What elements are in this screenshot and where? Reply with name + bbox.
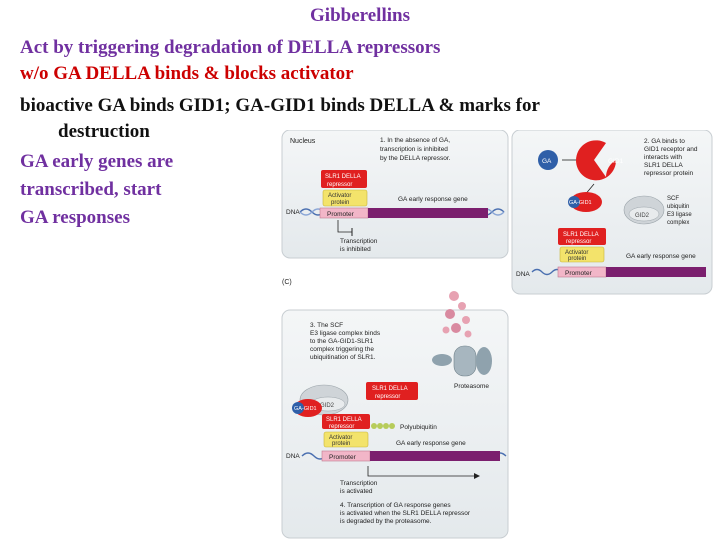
activator-protein-box-3 (323, 431, 369, 448)
nucleus-label: Nucleus (290, 138, 316, 145)
gene-bar-3 (370, 451, 500, 461)
activated-label-2: is activated (340, 488, 373, 495)
polyubiquitin-label: Polyubiquitin (400, 424, 437, 431)
panel-3-caption-line1: 3. The SCF (310, 322, 343, 329)
ga-gid1-complex (570, 192, 602, 212)
gibberellin-signaling-figure: Nucleus 1. In the absence of GA, transcr… (276, 129, 716, 540)
activator-protein-box (322, 189, 368, 207)
activated-label-1: Transcription (340, 480, 378, 487)
panel-1-caption-line3: by the DELLA repressor. (380, 155, 451, 162)
della4-label-2: repressor (329, 424, 354, 430)
panel-1-no-ga: Nucleus 1. In the absence of GA, transcr… (281, 129, 509, 259)
degraded-fragments (442, 291, 472, 338)
dna-label: DNA (286, 209, 300, 216)
activator2-label-1: Activator (565, 250, 588, 256)
panel-2-caption-line5: repressor protein (644, 170, 694, 177)
slide-title: Gibberellins (310, 5, 410, 26)
bullet-ga-binds-gid1-cont: destruction (58, 121, 150, 142)
bullet-della-degradation: Act by triggering degradation of DELLA r… (20, 37, 441, 58)
activator-label-1: Activator (328, 193, 351, 199)
scf-label-1: SCF (667, 196, 679, 202)
panel-2-caption-line4: SLR1 DELLA (644, 162, 683, 169)
gene-bar (368, 208, 488, 218)
panel-3-caption-line5: ubiquitination of SLR1. (310, 354, 376, 361)
inhibited-label-1: Transcription (340, 238, 378, 245)
gene-bar-2 (606, 267, 706, 277)
gid1-receptor (576, 140, 617, 181)
gene2-label: GA early response gene (626, 253, 696, 260)
dna2-label: DNA (516, 271, 530, 278)
gid2-subunit (628, 206, 660, 222)
della4-label-1: SLR1 DELLA (326, 417, 362, 423)
inhibited-label-2: is inhibited (340, 246, 371, 253)
activator-label-2: protein (331, 200, 349, 206)
polyubiquitin-chain (371, 423, 395, 429)
dna3-label: DNA (286, 453, 300, 460)
della-repressor-box-4 (322, 414, 370, 429)
gene-label: GA early response gene (398, 196, 468, 203)
promoter3-label: Promoter (329, 454, 357, 461)
gid1-label: GID1 (608, 158, 624, 165)
activator-protein-box-2 (559, 246, 605, 263)
ga-gid1-3-label: GA-GID1 (294, 406, 317, 412)
panel-3-caption-line3: to the GA-GID1-SLR1 (310, 338, 374, 345)
gid2-label: GID2 (635, 213, 650, 219)
panel-3-caption-line2: E3 ligase complex binds (310, 330, 381, 337)
panel-3-caption-line4: complex triggering the (310, 346, 374, 353)
bullet-early-genes-3: GA responses (20, 207, 130, 228)
activator2-label-2: protein (568, 256, 586, 262)
panel-3-caption-line6: 4. Transcription of GA response genes (340, 502, 451, 509)
ga-molecule (538, 150, 558, 170)
panel-2-caption-line2: GID1 receptor and (644, 146, 698, 153)
della2-label-1: SLR1 DELLA (563, 232, 599, 238)
della3-label-2: repressor (375, 394, 400, 400)
della2-label-2: repressor (566, 239, 591, 245)
della-label-1: SLR1 DELLA (325, 174, 361, 180)
panel-1-caption-line2: transcription is inhibited (380, 146, 448, 153)
gid2-3-label: GID2 (320, 403, 335, 409)
panel-2-caption-line1: 2. GA binds to (644, 138, 685, 145)
ga-bound (568, 196, 580, 208)
bullet-early-genes-2: transcribed, start (20, 179, 162, 200)
ga-gid1-label: GA-GID1 (569, 200, 592, 206)
panel-3-degradation: 3. The SCF E3 ligase complex binds to th… (281, 291, 509, 539)
della-repressor-box-3 (366, 382, 418, 400)
proteasome (432, 345, 492, 377)
bullet-without-ga: w/o GA DELLA binds & blocks activator (20, 63, 354, 84)
ga-label: GA (542, 158, 552, 165)
della3-label-1: SLR1 DELLA (372, 386, 408, 392)
activator3-label-1: Activator (329, 435, 352, 441)
arrow-head (474, 473, 480, 479)
bullet-ga-binds-gid1: bioactive GA binds GID1; GA-GID1 binds D… (20, 95, 540, 116)
panel-3-caption-line7: is activated when the SLR1 DELLA repress… (340, 510, 471, 517)
panel-3-caption-line8: is degraded by the proteasome. (340, 518, 432, 525)
panel-c-label: (C) (282, 279, 292, 286)
gene3-label: GA early response gene (396, 440, 466, 447)
ga-bound-3 (292, 402, 304, 414)
panel-1-caption-line1: 1. In the absence of GA, (380, 137, 450, 144)
promoter-label: Promoter (327, 211, 355, 218)
della-label-2: repressor (327, 182, 352, 188)
panel-2-caption-line3: interacts with (644, 154, 682, 161)
panel-3-background (281, 309, 509, 539)
transcription-activated-arrow (367, 466, 474, 477)
transcription-inhibited-arrow (337, 220, 352, 233)
della-repressor-box-2 (558, 228, 606, 245)
panel-1-background (281, 129, 509, 259)
scf-label-2: ubiquitin (667, 204, 689, 210)
bullet-early-genes-1: GA early genes are (20, 151, 174, 172)
scf-label-3: E3 ligase (667, 212, 692, 218)
scf-label-4: complex (667, 220, 689, 226)
proteasome-label: Proteasome (454, 383, 489, 390)
promoter2-label: Promoter (565, 270, 593, 277)
della-repressor-box (321, 170, 367, 188)
panel-2-ga-binds-gid1: 2. GA binds to GID1 receptor and interac… (511, 129, 713, 295)
activator3-label-2: protein (332, 441, 350, 447)
